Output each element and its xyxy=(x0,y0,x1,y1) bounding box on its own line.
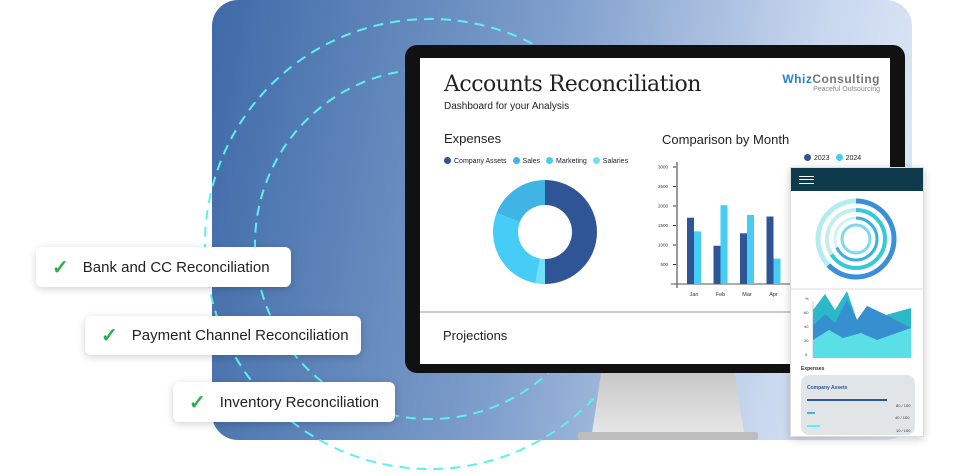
monitor-base xyxy=(578,432,758,440)
donut-slice-salaries xyxy=(535,258,545,284)
progress-bar xyxy=(807,399,887,401)
phone-card: Company Assets 80 / 100 40 / 100 10 / 10… xyxy=(801,375,915,435)
check-icon: ✓ xyxy=(101,325,118,347)
y-tick-label: 1000 xyxy=(658,243,669,248)
y-tick-label: 2000 xyxy=(658,204,669,209)
legend-item: Company Assets xyxy=(444,157,507,165)
progress-bar xyxy=(807,412,815,414)
checklist-item: ✓ Inventory Reconciliation xyxy=(173,382,395,422)
check-icon: ✓ xyxy=(189,391,206,414)
phone-header xyxy=(791,168,923,191)
y-tick-label: 3000 xyxy=(658,165,669,170)
bar-2024-Jan xyxy=(694,231,701,284)
projections-title: Projections xyxy=(443,328,508,343)
bar-2024-Feb xyxy=(720,205,728,284)
legend-item: 2023 xyxy=(804,154,830,162)
expenses-donut-chart xyxy=(493,180,597,284)
x-tick-label: Feb xyxy=(716,292,725,298)
page-subtitle: Dashboard for your Analysis xyxy=(444,101,570,112)
y-tick-label: 1500 xyxy=(658,223,669,228)
menu-icon[interactable] xyxy=(799,176,814,184)
checklist-label: Bank and CC Reconciliation xyxy=(82,258,270,276)
progress-bar xyxy=(807,425,820,427)
x-tick-label: Jan xyxy=(690,292,699,298)
bar-2023-Mar xyxy=(740,233,747,284)
divider xyxy=(420,311,890,313)
donut-slice-company-assets xyxy=(545,180,597,284)
comparison-legend: 2023 2024 xyxy=(804,154,861,162)
y-tick-label: 500 xyxy=(660,262,668,267)
phone-expenses-label: Expenses xyxy=(801,366,825,372)
legend-item: Sales xyxy=(512,157,540,165)
page-title: Accounts Reconciliation xyxy=(444,72,701,97)
legend-item: Marketing xyxy=(546,157,587,165)
checklist-label: Inventory Reconciliation xyxy=(219,393,380,411)
donut-slice-sales xyxy=(496,180,545,223)
comparison-title: Comparison by Month xyxy=(662,132,790,147)
legend-item: 2024 xyxy=(835,154,861,162)
bar-2024-Apr xyxy=(773,258,781,284)
monitor-stand xyxy=(592,373,744,433)
legend-item: Salaries xyxy=(592,157,628,165)
checklist-label: Payment Channel Reconciliation xyxy=(131,327,349,344)
bar-2023-Jan xyxy=(687,217,694,284)
check-icon: ✓ xyxy=(52,256,69,279)
checklist-item: ✓ Payment Channel Reconciliation xyxy=(85,316,361,355)
phone-charts xyxy=(791,198,923,358)
donut-slice-marketing xyxy=(493,212,540,284)
expenses-legend: Company Assets Sales Marketing Salaries xyxy=(444,157,628,165)
phone-mockup: % 60 40 20 0 Expenses Company Assets 80 … xyxy=(790,167,924,437)
x-tick-label: Apr xyxy=(769,292,778,298)
logo-tagline: Peaceful Outsourcing xyxy=(813,86,880,93)
y-tick-label: 2500 xyxy=(658,184,669,189)
bar-2024-Mar xyxy=(747,214,754,284)
checklist-item: ✓ Bank and CC Reconciliation xyxy=(36,247,291,287)
bar-2023-Feb xyxy=(713,245,721,284)
x-tick-label: Mar xyxy=(742,292,752,298)
bar-2023-Apr xyxy=(766,216,774,284)
expenses-title: Expenses xyxy=(444,131,502,146)
